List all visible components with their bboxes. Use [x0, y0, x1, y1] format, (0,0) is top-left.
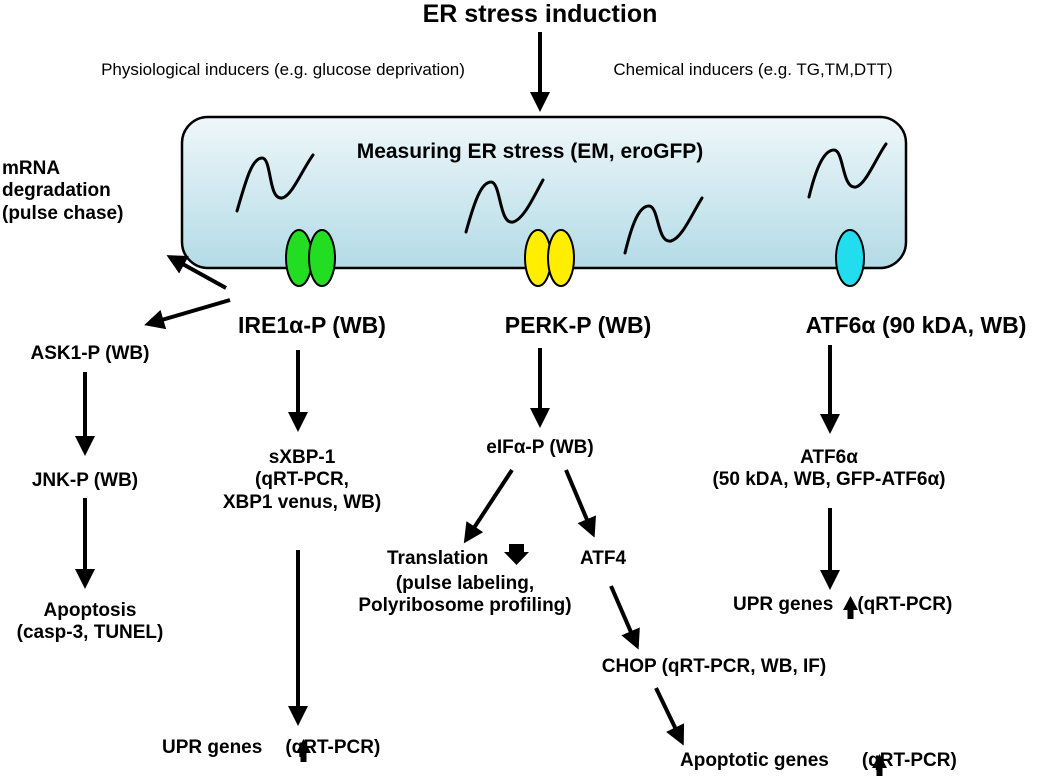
translation-methods-label: (pulse labeling, Polyribosome profiling) [358, 573, 572, 617]
arrow-atf4-chop [609, 585, 640, 650]
atf6-upr-genes-label: UPR genes (qRT-PCR) [733, 594, 952, 616]
up-arrow-icon [843, 596, 858, 619]
atf6-cleaved-label: ATF6α (50 kDA, WB, GFP-ATF6α) [712, 447, 946, 491]
unfolded-protein-3 [623, 196, 704, 255]
up-arrow-icon [872, 754, 887, 776]
diagram-title: ER stress induction [422, 0, 658, 28]
apoptosis-label: Apoptosis (casp-3, TUNEL) [16, 600, 164, 644]
ire1-upr-genes-label: UPR genes (qRT-PCR) [162, 737, 380, 759]
atf6-label: ATF6α (90 kDA, WB) [805, 312, 1027, 338]
unfolded-protein-1 [235, 153, 315, 213]
pathway-arrows [75, 32, 840, 746]
ask1-label: ASK1-P (WB) [30, 343, 150, 364]
er-stress-measure-label: Measuring ER stress (EM, eroGFP) [356, 140, 704, 163]
physiological-inducers-label: Physiological inducers (e.g. glucose dep… [101, 60, 465, 79]
ire1-label: IRE1α-P (WB) [238, 312, 386, 338]
arrow-chop-apoptotic [654, 687, 685, 746]
up-arrow-icon [296, 739, 311, 762]
arrow-to-ask1 [144, 298, 231, 330]
upr-genes-text: UPR genes [162, 737, 263, 758]
perk-label: PERK-P (WB) [504, 312, 652, 338]
atf6-sensor [835, 229, 865, 287]
translation-label: Translation [387, 548, 489, 569]
indicator-arrows [296, 544, 887, 776]
apoptotic-genes-method: (qRT-PCR) [861, 750, 957, 771]
unfolded-protein-squiggles [235, 142, 888, 255]
arrow-to-mrna [166, 255, 227, 290]
mrna-degradation-label: mRNA degradation (pulse chase) [2, 158, 124, 224]
arrow-eif-translation [463, 468, 514, 544]
apoptotic-genes-label: Apoptotic genes (qRT-PCR) [680, 750, 957, 772]
apoptotic-genes-text: Apoptotic genes [680, 750, 829, 771]
perk-sensor [524, 229, 575, 287]
upr-genes-text: UPR genes [733, 594, 834, 615]
ire1-sensor [285, 229, 336, 287]
unfolded-protein-2 [464, 178, 545, 234]
chemical-inducers-label: Chemical inducers (e.g. TG,TM,DTT) [613, 60, 893, 79]
chop-label: CHOP (qRT-PCR, WB, IF) [601, 656, 827, 677]
unfolded-protein-4 [807, 142, 888, 199]
arrow-eif-atf4 [564, 469, 596, 538]
upr-genes-method: (qRT-PCR) [285, 737, 381, 758]
atf4-label: ATF4 [579, 548, 627, 569]
eif-label: eIFα-P (WB) [486, 437, 594, 458]
upr-genes-method: (qRT-PCR) [857, 594, 953, 615]
xbp1-label: sXBP-1 (qRT-PCR, XBP1 venus, WB) [222, 447, 382, 513]
down-arrow-icon [504, 544, 529, 565]
jnk-label: JNK-P (WB) [31, 470, 139, 491]
